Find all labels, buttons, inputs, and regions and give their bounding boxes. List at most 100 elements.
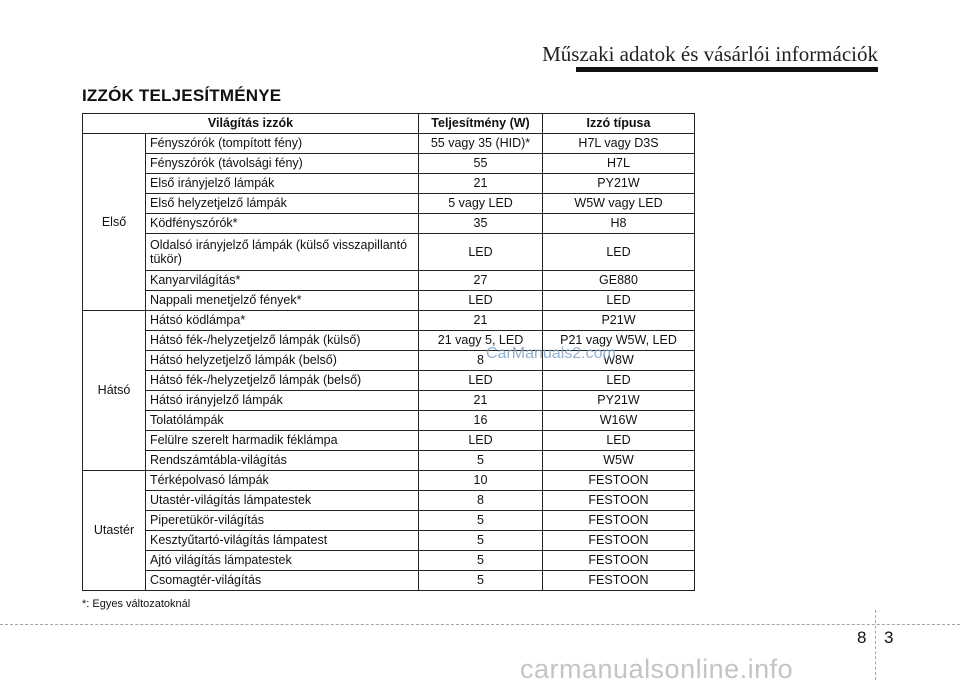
bulb-name-cell: Első irányjelző lámpák bbox=[145, 173, 419, 194]
wattage-cell: LED bbox=[418, 233, 543, 271]
bulb-type-cell: GE880 bbox=[542, 270, 695, 291]
bulb-name-cell: Hátsó irányjelző lámpák bbox=[145, 390, 419, 411]
wattage-cell: 35 bbox=[418, 213, 543, 234]
wattage-cell: 21 bbox=[418, 173, 543, 194]
bulb-name-cell: Hátsó ködlámpa* bbox=[145, 310, 419, 331]
wattage-cell: 8 bbox=[418, 490, 543, 511]
bulb-name-cell: Oldalsó irányjelző lámpák (külső visszap… bbox=[145, 233, 419, 271]
bulb-type-cell: H8 bbox=[542, 213, 695, 234]
watermark-carmanuals: CarManuals2.com bbox=[486, 345, 616, 362]
wattage-cell: LED bbox=[418, 370, 543, 391]
bulb-name-cell: Hátsó fék-/helyzetjelző lámpák (belső) bbox=[145, 370, 419, 391]
table-header-row: Világítás izzók Teljesítmény (W) Izzó tí… bbox=[82, 113, 695, 134]
bulb-name-cell: Nappali menetjelző fények* bbox=[145, 290, 419, 311]
page-divider bbox=[0, 624, 960, 625]
bulb-type-cell: H7L vagy D3S bbox=[542, 133, 695, 154]
column-header: Izzó típusa bbox=[542, 113, 695, 134]
bulb-name-cell: Csomagtér-világítás bbox=[145, 570, 419, 591]
wattage-cell: 5 bbox=[418, 450, 543, 471]
bulb-name-cell: Tolatólámpák bbox=[145, 410, 419, 431]
page-header-title: Műszaki adatok és vásárlói információk bbox=[542, 42, 878, 66]
bulb-type-cell: FESTOON bbox=[542, 470, 695, 491]
bulb-type-cell: W5W bbox=[542, 450, 695, 471]
bulb-name-cell: Hátsó fék-/helyzetjelző lámpák (külső) bbox=[145, 330, 419, 351]
bulb-type-cell: W5W vagy LED bbox=[542, 193, 695, 214]
bulb-name-cell: Kesztyűtartó-világítás lámpatest bbox=[145, 530, 419, 551]
bulb-type-cell: PY21W bbox=[542, 173, 695, 194]
wattage-cell: 21 bbox=[418, 310, 543, 331]
bulb-type-cell: LED bbox=[542, 370, 695, 391]
bulb-type-cell: FESTOON bbox=[542, 550, 695, 571]
table-row: Oldalsó irányjelző lámpák (külső visszap… bbox=[83, 233, 695, 271]
bulb-type-cell: P21 vagy W5W, LED bbox=[542, 330, 695, 351]
column-header: Teljesítmény (W) bbox=[418, 113, 543, 134]
wattage-cell: 16 bbox=[418, 410, 543, 431]
bulb-type-cell: FESTOON bbox=[542, 570, 695, 591]
header-rule bbox=[576, 67, 878, 72]
column-header: Világítás izzók bbox=[82, 113, 419, 134]
bulb-name-cell: Térképolvasó lámpák bbox=[145, 470, 419, 491]
bulb-name-cell: Utastér-világítás lámpatestek bbox=[145, 490, 419, 511]
bulb-type-cell: P21W bbox=[542, 310, 695, 331]
wattage-cell: 5 bbox=[418, 570, 543, 591]
wattage-cell: 27 bbox=[418, 270, 543, 291]
bulb-name-cell: Első helyzetjelző lámpák bbox=[145, 193, 419, 214]
page-number: 3 bbox=[884, 628, 894, 647]
group-label: Első bbox=[82, 133, 146, 311]
bulb-type-cell: PY21W bbox=[542, 390, 695, 411]
wattage-cell: 5 bbox=[418, 510, 543, 531]
bulb-type-cell: H7L bbox=[542, 153, 695, 174]
wattage-cell: 5 bbox=[418, 550, 543, 571]
bulb-name-cell: Kanyarvilágítás* bbox=[145, 270, 419, 291]
bulb-type-cell: FESTOON bbox=[542, 490, 695, 511]
bulb-name-cell: Ajtó világítás lámpatestek bbox=[145, 550, 419, 571]
bulb-name-cell: Fényszórók (távolsági fény) bbox=[145, 153, 419, 174]
wattage-cell: 5 vagy LED bbox=[418, 193, 543, 214]
footnote: *: Egyes változatoknál bbox=[82, 598, 191, 610]
wattage-cell: 55 bbox=[418, 153, 543, 174]
watermark-site: carmanualsonline.info bbox=[520, 654, 794, 684]
table-row: Hátsó fék-/helyzetjelző lámpák (belső)LE… bbox=[83, 370, 695, 391]
wattage-cell: LED bbox=[418, 430, 543, 451]
page-section-number: 8 bbox=[857, 628, 867, 647]
bulb-type-cell: LED bbox=[542, 290, 695, 311]
bulb-type-cell: W16W bbox=[542, 410, 695, 431]
bulb-name-cell: Hátsó helyzetjelző lámpák (belső) bbox=[145, 350, 419, 371]
group-label: Hátsó bbox=[82, 310, 146, 471]
bulb-type-cell: LED bbox=[542, 430, 695, 451]
bulb-type-cell: FESTOON bbox=[542, 530, 695, 551]
bulb-name-cell: Piperetükör-világítás bbox=[145, 510, 419, 531]
wattage-cell: 21 bbox=[418, 390, 543, 411]
wattage-cell: 10 bbox=[418, 470, 543, 491]
bulb-name-cell: Ködfényszórók* bbox=[145, 213, 419, 234]
section-title: IZZÓK TELJESÍTMÉNYE bbox=[82, 86, 282, 105]
group-label: Utastér bbox=[82, 470, 146, 591]
bulb-type-cell: LED bbox=[542, 233, 695, 271]
bulb-table: Világítás izzók Teljesítmény (W) Izzó tí… bbox=[82, 113, 695, 591]
wattage-cell: 5 bbox=[418, 530, 543, 551]
wattage-cell: 55 vagy 35 (HID)* bbox=[418, 133, 543, 154]
page-number-divider bbox=[875, 610, 876, 680]
bulb-name-cell: Felülre szerelt harmadik féklámpa bbox=[145, 430, 419, 451]
bulb-type-cell: FESTOON bbox=[542, 510, 695, 531]
